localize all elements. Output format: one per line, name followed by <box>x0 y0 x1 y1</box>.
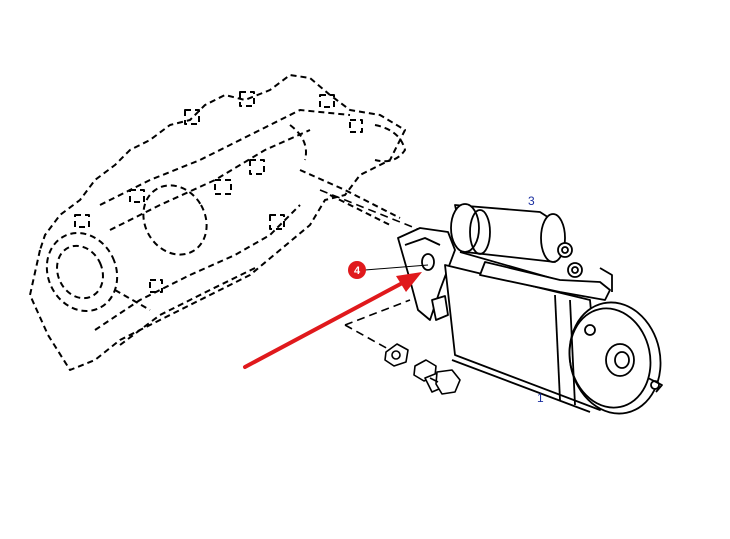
callout-4-leader <box>364 264 429 271</box>
starter-motor <box>397 203 663 415</box>
engine-block-outline <box>29 74 406 371</box>
mounting-fasteners <box>384 343 461 395</box>
callout-4-badge: 4 <box>348 261 366 279</box>
callout-1: 1 <box>537 391 544 405</box>
lock-washer <box>384 343 409 367</box>
callout-label-highlight: 4 <box>354 265 361 277</box>
callout-label-starter: 1 <box>537 391 544 405</box>
red-arrow-icon <box>243 272 422 369</box>
callout-3: 3 <box>528 194 535 208</box>
alignment-guides <box>319 189 421 351</box>
callout-label-solenoid: 3 <box>528 194 535 208</box>
mounting-bolt <box>424 369 461 395</box>
